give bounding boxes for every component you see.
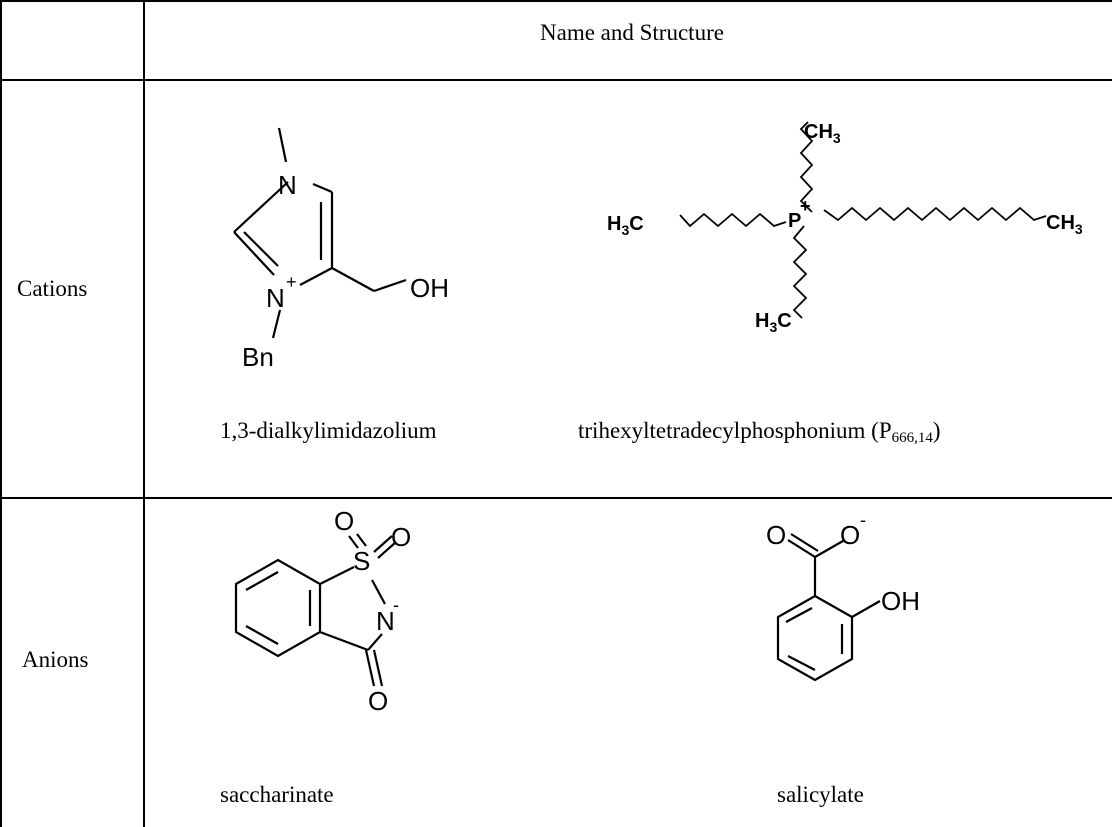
caption-phosphonium: trihexyltetradecylphosphonium (P666,14): [578, 418, 941, 446]
atom-oh-salicylate: OH: [881, 586, 920, 616]
charge-minus-n: -: [393, 595, 399, 615]
atom-o-carbonyl: O: [766, 520, 786, 550]
caption-salicylate: salicylate: [777, 782, 864, 807]
column-divider: [143, 0, 145, 827]
salicylate-structure: O O - OH: [766, 510, 920, 682]
caption-saccharinate: saccharinate: [220, 782, 334, 807]
table-border-left: [0, 0, 2, 827]
charge-plus-p: +: [800, 196, 811, 216]
row-label-anions: Anions: [22, 647, 89, 672]
row-label-cations: Cations: [17, 276, 88, 301]
cations-row-divider: [0, 497, 1112, 499]
atom-oh: OH: [410, 273, 449, 303]
atom-o-carboxylate: O: [840, 520, 860, 550]
caption-imidazolium: 1,3-dialkylimidazolium: [220, 418, 437, 443]
group-h3c-bottom: H3C: [755, 310, 792, 335]
atom-s: S: [353, 546, 370, 576]
atom-p: P: [788, 210, 801, 232]
header-name-and-structure: Name and Structure: [540, 20, 724, 45]
atom-o-top-right: O: [391, 522, 411, 552]
charge-minus-o: -: [860, 510, 866, 530]
table-border-top: [0, 0, 1112, 2]
group-h3c-left: H3C: [607, 213, 644, 238]
atom-n: N: [376, 606, 395, 636]
atom-o-bottom: O: [368, 686, 388, 716]
atom-n1: N: [278, 170, 297, 200]
phosphonium-structure: CH3 H3C P + CH3 H3C: [607, 121, 1083, 335]
group-ch3-top: CH3: [804, 121, 841, 146]
imidazolium-structure: N N + OH Bn: [233, 127, 449, 372]
atom-o-top-left: O: [334, 506, 354, 536]
saccharinate-structure: O O S N - O: [234, 506, 411, 716]
charge-plus: +: [286, 272, 297, 292]
group-bn: Bn: [242, 342, 274, 372]
atom-n2: N: [266, 283, 285, 313]
header-row-divider: [0, 79, 1112, 81]
group-ch3-right: CH3: [1046, 212, 1083, 237]
